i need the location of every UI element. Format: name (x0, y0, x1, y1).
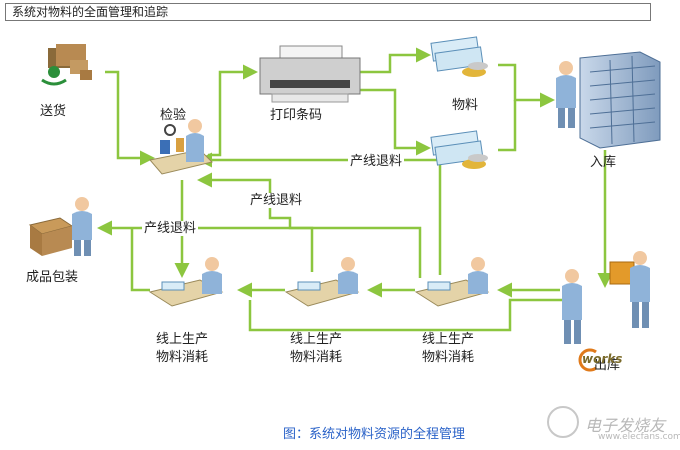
edge-material2-warehouse (498, 100, 517, 152)
watermark-main: 电子发烧友 (585, 416, 666, 435)
edge-printer-material1 (360, 47, 431, 74)
edge-material1-warehouse (498, 63, 555, 108)
edge-inspection-packaging (130, 228, 150, 292)
flow-lines (97, 47, 613, 332)
materials-stack-icon-2 (430, 130, 488, 169)
node-line3-label-1: 线上生产 (422, 332, 475, 347)
node-inspection-label: 检验 (160, 108, 187, 123)
printer-icon (259, 45, 361, 103)
node-line1-label-2: 物料消耗 (156, 350, 209, 365)
inspection-desk-icon (149, 119, 213, 175)
edge-printer-material2 (360, 88, 431, 156)
edge-bottom-return (248, 298, 565, 332)
edge-return-top-label: 产线退料 (348, 154, 405, 169)
packaging-icon (28, 197, 92, 256)
warehouse-out-icon (562, 251, 650, 344)
watermark-sub: www.elecfans.com (598, 432, 680, 442)
production-line-icon-2 (284, 257, 360, 307)
edge-delivery-inspection (105, 70, 155, 166)
diagram-title: 系统对物料的全面管理和追踪 (12, 5, 169, 19)
edge-return-left-label: 产线退料 (142, 221, 199, 236)
edge-return-mid-label: 产线退料 (248, 193, 305, 208)
node-line2-label-1: 线上生产 (290, 332, 343, 347)
warehouse-rack-icon (556, 51, 661, 149)
node-warehouse-out-label: 出库 (594, 358, 621, 373)
node-line1-label-1: 线上生产 (156, 332, 209, 347)
edge-return-top (197, 152, 442, 275)
node-line2-label-2: 物料消耗 (290, 350, 343, 365)
edge-inspection-printer (208, 64, 258, 157)
delivery-truck-icon (41, 44, 92, 86)
production-line-icon-3 (414, 257, 490, 307)
node-print-barcode-label: 打印条码 (270, 108, 323, 123)
materials-stack-icon-1 (430, 36, 488, 77)
figure-caption: 图：系统对物料资源的全程管理 (283, 427, 466, 442)
brand-logo-icon (578, 348, 597, 372)
brand-logo-text: works (582, 352, 623, 366)
node-delivery-label: 送货 (40, 104, 67, 119)
node-line3-label-2: 物料消耗 (422, 350, 475, 365)
node-warehouse-in-label: 入库 (590, 155, 617, 170)
node-packaging-label: 成品包装 (26, 270, 79, 285)
production-line-icon-1 (148, 257, 224, 307)
title-bar: 系统对物料的全面管理和追踪 (5, 3, 651, 21)
node-materials-label: 物料 (452, 98, 479, 113)
watermark-logo-icon (547, 406, 579, 438)
edge-return-left (97, 220, 422, 278)
